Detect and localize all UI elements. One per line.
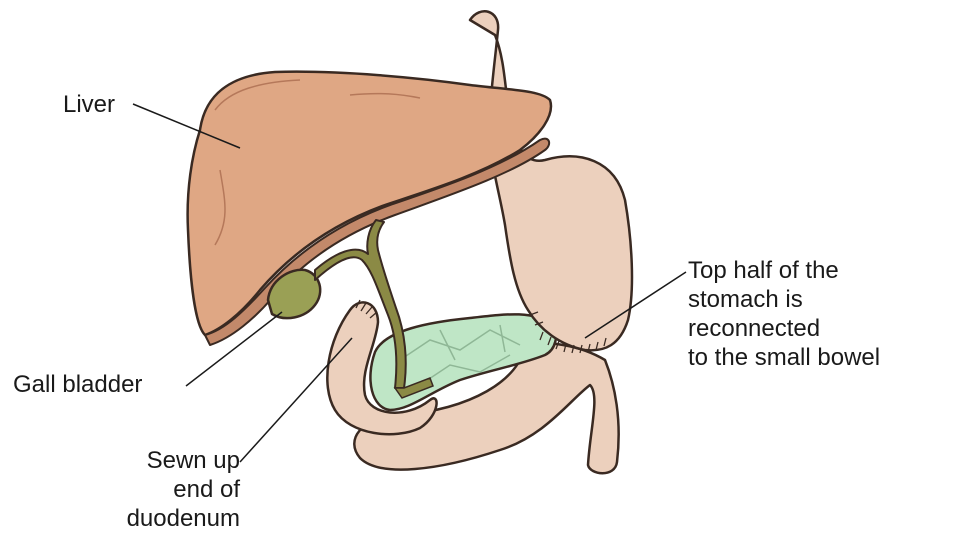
sewn-up-line-2: end of bbox=[120, 475, 240, 504]
liver-label-text: Liver bbox=[63, 90, 115, 119]
gall-bladder-label: Gall bladder bbox=[13, 370, 142, 399]
stomach-organ-icon bbox=[470, 11, 632, 353]
stomach-reconnected-label: Top half of the stomach is reconnected t… bbox=[688, 256, 880, 372]
liver-label: Liver bbox=[63, 90, 115, 119]
top-half-line-4: to the small bowel bbox=[688, 343, 880, 372]
gall-bladder-label-text: Gall bladder bbox=[13, 370, 142, 399]
top-half-line-1: Top half of the bbox=[688, 256, 880, 285]
top-half-line-2: stomach is bbox=[688, 285, 880, 314]
sewn-up-duodenum-label: Sewn up end of duodenum bbox=[120, 446, 240, 533]
sewn-up-line-3: duodenum bbox=[120, 504, 240, 533]
sewn-up-line-1: Sewn up bbox=[120, 446, 240, 475]
top-half-line-3: reconnected bbox=[688, 314, 880, 343]
